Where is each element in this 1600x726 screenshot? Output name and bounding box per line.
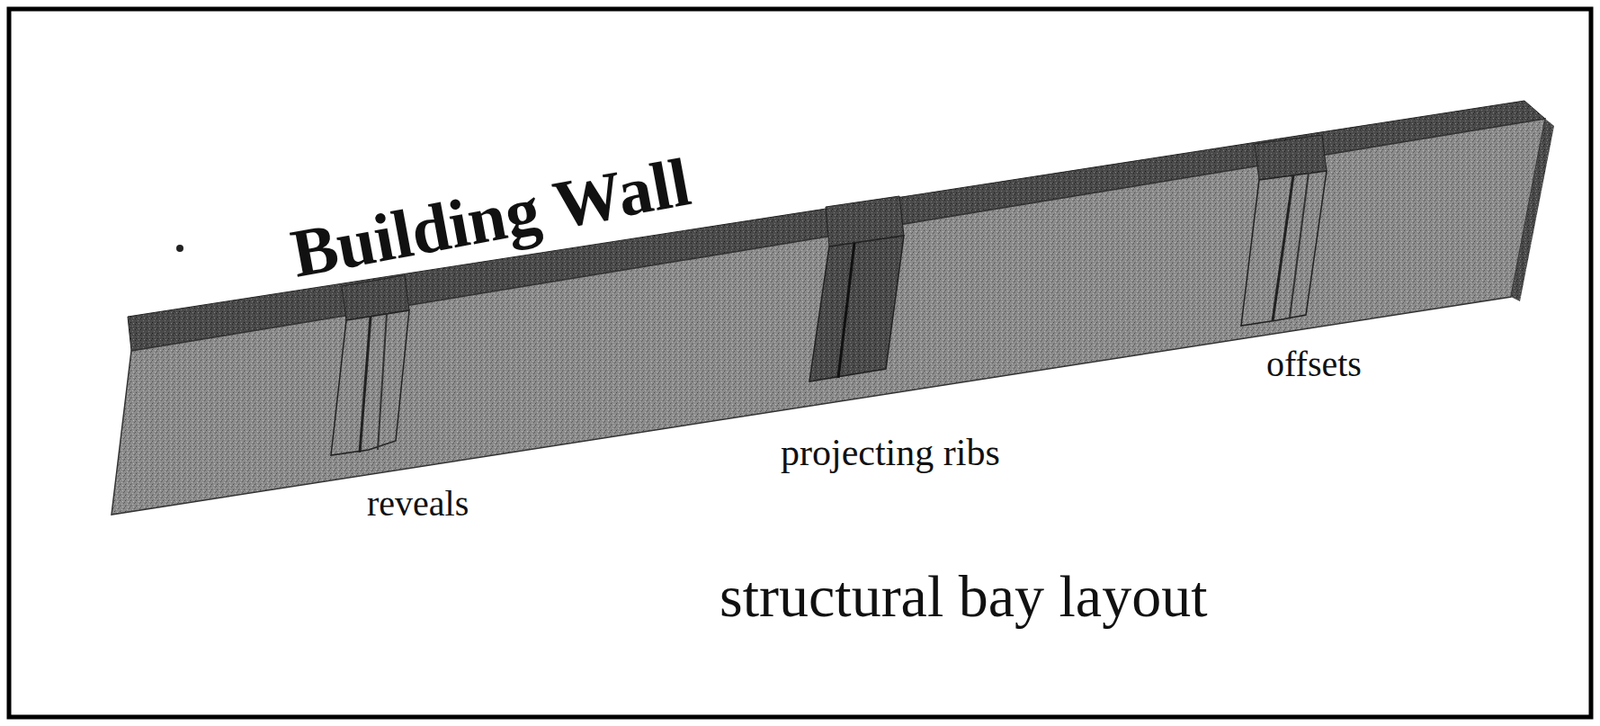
projecting-rib — [809, 235, 904, 382]
projecting-rib — [330, 310, 410, 456]
part-label: projecting ribs — [780, 433, 1001, 472]
wall-face — [111, 118, 1546, 515]
reveal-line — [838, 242, 855, 378]
reveal-line — [359, 316, 371, 453]
part-label: reveals — [366, 485, 469, 522]
frame-border — [8, 8, 1592, 717]
reveal-line — [377, 313, 387, 450]
offset-line — [1272, 175, 1294, 322]
projecting-rib — [1241, 170, 1327, 326]
wall-end — [1510, 118, 1555, 302]
dot — [176, 244, 184, 252]
caption: structural bay layout — [719, 566, 1208, 626]
offset-line — [1289, 172, 1309, 318]
part-label: offsets — [1266, 346, 1362, 383]
